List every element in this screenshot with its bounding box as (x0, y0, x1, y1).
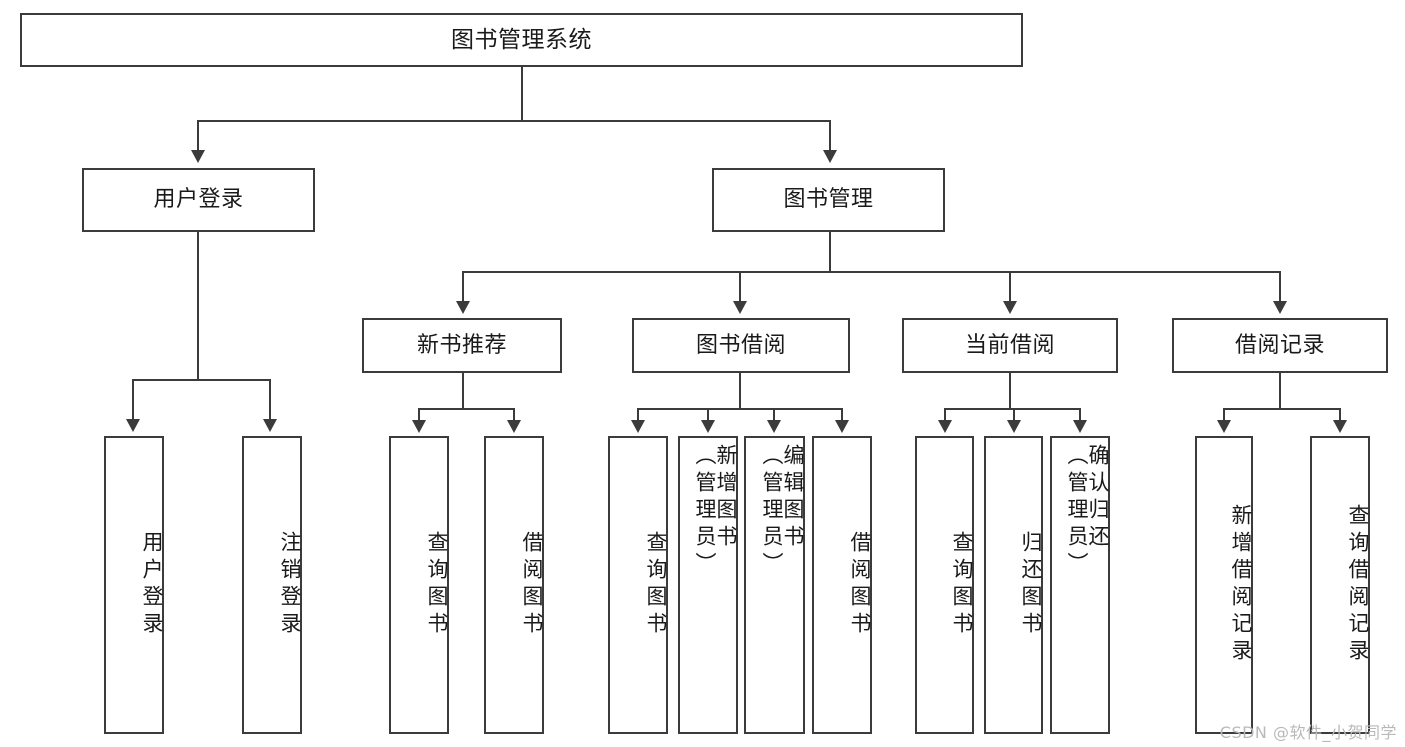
node-current-borrow[interactable]: 当前借阅 (902, 318, 1118, 373)
node-book-management[interactable]: 图书管理 (712, 168, 945, 232)
arrowhead-leaf-edit-book (767, 420, 781, 433)
arrowhead-leaf-query-book-1 (412, 420, 426, 433)
node-leaf-user-login[interactable]: 用户登录 (104, 436, 164, 734)
connector-nbr-trunk (462, 373, 464, 409)
node-leaf-add-book[interactable]: 新增图书 （管理员） (678, 436, 738, 734)
connector-bb-to-leaf-4 (841, 408, 843, 422)
connector-cb-to-leaf-3 (1079, 408, 1081, 422)
connector-user-login-to-leaf-2 (269, 379, 271, 421)
connector-bm-to-book-borrow (739, 271, 741, 303)
node-label: 新增借阅记录 (1229, 504, 1253, 666)
node-leaf-query-book-2[interactable]: 查询图书 (608, 436, 668, 734)
arrowhead-leaf-query-borrow-record (1333, 420, 1347, 433)
node-label: 新增图书 （管理员） (693, 444, 738, 579)
connector-root-to-book-management (829, 120, 831, 152)
connector-cb-to-leaf-1 (944, 408, 946, 422)
node-leaf-edit-book[interactable]: 编辑图书 （管理员） (744, 436, 805, 734)
node-label: 查询图书 (950, 531, 974, 639)
connector-user-login-trunk (197, 232, 199, 380)
node-leaf-return-book[interactable]: 归还图书 (984, 436, 1043, 734)
connector-book-management-trunk (829, 232, 831, 272)
connector-user-login-bus (132, 379, 269, 381)
connector-bb-trunk (739, 373, 741, 409)
arrowhead-leaf-user-logout (263, 419, 277, 432)
node-label: 查询图书 (425, 531, 449, 639)
connector-br-trunk (1279, 373, 1281, 409)
node-label: 图书借阅 (695, 332, 786, 358)
connector-user-login-to-leaf-1 (132, 379, 134, 421)
node-label: 借阅图书 (520, 531, 544, 639)
connector-nbr-bus (418, 408, 514, 410)
connector-root-bus (197, 120, 831, 122)
connector-cb-to-leaf-2 (1013, 408, 1015, 422)
node-leaf-borrow-book-1[interactable]: 借阅图书 (484, 436, 544, 734)
node-leaf-confirm-return[interactable]: 确认归还 （管理员） (1050, 436, 1110, 734)
node-label: 查询图书 (644, 531, 668, 639)
connector-bb-to-leaf-1 (637, 408, 639, 422)
arrowhead-leaf-add-borrow-record (1217, 420, 1231, 433)
node-label: 用户登录 (140, 531, 164, 639)
arrowhead-user-login (191, 150, 205, 163)
node-label: 编辑图书 （管理员） (760, 444, 805, 579)
node-label: 注销登录 (278, 531, 302, 639)
node-label: 查询借阅记录 (1346, 504, 1370, 666)
connector-book-management-bus (462, 271, 1280, 273)
arrowhead-leaf-borrow-book-1 (507, 420, 521, 433)
node-book-borrow[interactable]: 图书借阅 (632, 318, 850, 373)
node-new-book-recommend[interactable]: 新书推荐 (362, 318, 562, 373)
node-user-login[interactable]: 用户登录 (82, 168, 315, 232)
node-leaf-user-logout[interactable]: 注销登录 (242, 436, 302, 734)
arrowhead-leaf-borrow-book-2 (835, 420, 849, 433)
connector-br-to-leaf-2 (1339, 408, 1341, 422)
arrowhead-leaf-query-book-3 (938, 420, 952, 433)
connector-cb-bus (944, 408, 1080, 410)
node-label: 用户登录 (153, 187, 244, 213)
node-label: 当前借阅 (964, 332, 1055, 358)
node-leaf-query-borrow-record[interactable]: 查询借阅记录 (1310, 436, 1370, 734)
arrowhead-borrow-record (1273, 301, 1287, 314)
arrowhead-new-book-recommend (456, 301, 470, 314)
node-leaf-add-borrow-record[interactable]: 新增借阅记录 (1195, 436, 1253, 734)
connector-nbr-to-leaf-2 (513, 408, 515, 422)
node-label: 新书推荐 (416, 332, 507, 358)
node-label: 确认归还 （管理员） (1065, 444, 1110, 579)
arrowhead-leaf-confirm-return (1073, 420, 1087, 433)
connector-root-to-user-login (197, 120, 199, 152)
node-label: 图书管理系统 (451, 26, 592, 53)
arrowhead-leaf-user-login (126, 419, 140, 432)
connector-bm-to-current-borrow (1009, 271, 1011, 303)
arrowhead-leaf-return-book (1007, 420, 1021, 433)
connector-cb-trunk (1009, 373, 1011, 409)
arrowhead-leaf-add-book (701, 420, 715, 433)
connector-root-trunk (521, 67, 523, 121)
node-leaf-query-book-1[interactable]: 查询图书 (389, 436, 449, 734)
connector-bb-to-leaf-2 (707, 408, 709, 422)
connector-bm-to-borrow-record (1279, 271, 1281, 303)
node-label: 归还图书 (1019, 531, 1043, 639)
connector-bb-to-leaf-3 (773, 408, 775, 422)
connector-br-bus (1223, 408, 1340, 410)
node-leaf-query-book-3[interactable]: 查询图书 (915, 436, 974, 734)
node-label: 借阅图书 (848, 531, 872, 639)
node-borrow-record[interactable]: 借阅记录 (1172, 318, 1388, 373)
arrowhead-leaf-query-book-2 (631, 420, 645, 433)
connector-bb-bus (637, 408, 842, 410)
node-leaf-borrow-book-2[interactable]: 借阅图书 (812, 436, 872, 734)
connector-br-to-leaf-1 (1223, 408, 1225, 422)
node-label: 借阅记录 (1234, 332, 1325, 358)
watermark-text: CSDN @软件_小贺同学 (1219, 723, 1397, 742)
connector-bm-to-new-book-recommend (462, 271, 464, 303)
node-label: 图书管理 (783, 187, 874, 213)
connector-nbr-to-leaf-1 (418, 408, 420, 422)
arrowhead-current-borrow (1003, 301, 1017, 314)
arrowhead-book-management (823, 150, 837, 163)
node-root-book-management-system[interactable]: 图书管理系统 (20, 13, 1023, 67)
arrowhead-book-borrow (733, 301, 747, 314)
